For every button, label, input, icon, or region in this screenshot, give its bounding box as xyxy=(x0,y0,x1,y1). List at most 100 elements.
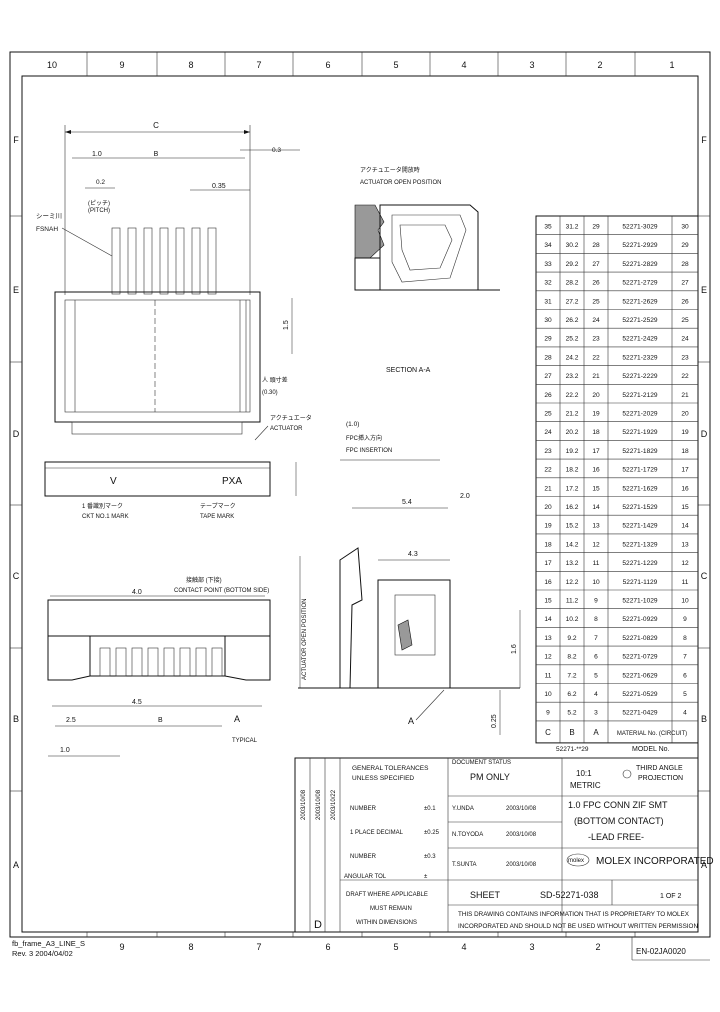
tol-value: ±0.3 xyxy=(424,854,436,860)
table-cell: 52271-0929 xyxy=(622,616,658,623)
table-cell: 30 xyxy=(681,224,689,231)
table-header: MATERIAL No. (CIRCUIT) xyxy=(617,731,687,737)
approved-date: 2003/10/08 xyxy=(506,862,537,868)
frame-name: fb_frame_A3_LINE_S xyxy=(12,939,85,948)
document-number: SD-52271-038 xyxy=(540,890,599,900)
table-cell: 15 xyxy=(592,485,600,492)
table-cell: 30.2 xyxy=(566,242,579,249)
detail-a-marker: A xyxy=(234,714,240,724)
table-cell: 27.2 xyxy=(566,298,579,305)
table-cell: 29 xyxy=(681,242,689,249)
units: METRIC xyxy=(570,781,601,790)
zone-label: 5 xyxy=(393,60,398,70)
table-cell: 16 xyxy=(544,579,552,586)
proprietary-notice: INCORPORATED AND SHOULD NOT BE USED WITH… xyxy=(458,923,698,930)
table-cell: 21.2 xyxy=(566,411,579,418)
zone-label: D xyxy=(13,429,20,439)
table-cell: 52271-1629 xyxy=(622,485,658,492)
draft-note: MUST REMAIN xyxy=(370,906,412,912)
outer-frame xyxy=(9,51,711,938)
table-cell: 24 xyxy=(681,336,689,343)
table-cell: 52271-0429 xyxy=(622,710,658,717)
title-block: D 2003/10/08 2003/10/08 2003/10/22 GENER… xyxy=(294,757,714,933)
table-cell: 8.2 xyxy=(567,654,576,661)
table-cell: 28.2 xyxy=(566,280,579,287)
table-cell: 52271-2329 xyxy=(622,354,658,361)
table-cell: 12 xyxy=(544,654,552,661)
zone-label: D xyxy=(701,429,708,439)
table-cell: 7 xyxy=(594,635,598,642)
zone-label: 9 xyxy=(119,60,124,70)
pitch-label-en: (PITCH) xyxy=(88,208,110,214)
table-cell: 12 xyxy=(681,560,689,567)
table-cell: 18 xyxy=(544,541,552,548)
molex-logo: molex xyxy=(568,858,584,864)
table-cell: 32 xyxy=(544,280,552,287)
table-cell: 6.2 xyxy=(567,691,576,698)
zone-label: 4 xyxy=(461,60,466,70)
type-label-en: (0.30) xyxy=(262,390,278,396)
sheet-type: SHEET xyxy=(470,890,501,900)
dim-10-bottom: 1.0 xyxy=(60,747,70,754)
zone-label: B xyxy=(701,714,707,724)
table-cell: 25 xyxy=(544,411,552,418)
table-cell: 23 xyxy=(544,448,552,455)
zone-label: C xyxy=(13,571,20,581)
table-cell: 20 xyxy=(592,392,600,399)
table-cell: 22 xyxy=(681,373,689,380)
table-cell: 9 xyxy=(594,598,598,605)
table-cell: 22 xyxy=(544,467,552,474)
table-cell: 4 xyxy=(683,710,687,717)
table-cell: 24.2 xyxy=(566,354,579,361)
dim-10-section: (1.0) xyxy=(346,421,359,428)
table-cell: 35 xyxy=(544,224,552,231)
bottom-zone-ticks xyxy=(86,932,636,937)
table-cell: 10 xyxy=(592,579,600,586)
table-cell: 52271-2529 xyxy=(622,317,658,324)
bottom-view: 接触部 (下接) CONTACT POINT (BOTTOM SIDE) 4.0… xyxy=(47,576,271,757)
form-number: EN-02JA0020 xyxy=(636,947,686,956)
table-cell: 22 xyxy=(592,354,600,361)
table-header: C xyxy=(545,728,551,737)
zone-label: F xyxy=(13,135,19,145)
detail-a-typical: TYPICAL xyxy=(232,738,258,744)
tape-mark-jp: テープマーク xyxy=(200,503,236,510)
table-cell: 23 xyxy=(681,354,689,361)
tol-value: ± xyxy=(424,874,428,880)
table-cell: 9 xyxy=(683,616,687,623)
drawing-title: 1.0 FPC CONN ZIF SMT xyxy=(568,800,668,810)
table-cell: 17 xyxy=(681,467,689,474)
left-zone-labels: F E D C B A xyxy=(13,135,20,870)
table-header: B xyxy=(569,728,574,737)
table-cell: 25.2 xyxy=(566,336,579,343)
checked-date: 2003/10/08 xyxy=(506,832,537,838)
table-cell: 15.2 xyxy=(566,523,579,530)
tol-value: ±0.1 xyxy=(424,806,436,812)
actuator-label-jp: アクチュエータ xyxy=(270,414,312,422)
table-cell: 18 xyxy=(681,448,689,455)
table-cell: 14.2 xyxy=(566,541,579,548)
table-cell: 26 xyxy=(544,392,552,399)
table-cell: 27 xyxy=(544,373,552,380)
table-cell: 52271-2429 xyxy=(622,336,658,343)
tol-label: NUMBER xyxy=(350,806,377,812)
table-cell: 10 xyxy=(681,598,689,605)
rev-date: 2003/10/08 xyxy=(301,789,307,820)
dim-03: 0.3 xyxy=(272,147,281,154)
dim-025: 0.25 xyxy=(491,714,498,728)
table-cell: 52271-1129 xyxy=(623,579,658,586)
bottom-zone-labels: 9 8 7 6 5 4 3 2 xyxy=(119,942,600,952)
table-cell: 52271-2629 xyxy=(622,298,658,305)
zone-label: 7 xyxy=(256,942,261,952)
section-detail-a: A xyxy=(408,716,414,726)
tol-label: 1 PLACE DECIMAL xyxy=(350,830,404,836)
dim-15: 1.5 xyxy=(283,320,290,330)
table-cell: 4 xyxy=(594,691,598,698)
zone-label: 7 xyxy=(256,60,261,70)
projection: THIRD ANGLE xyxy=(636,765,683,772)
top-zone-ticks xyxy=(86,52,636,76)
zone-label: E xyxy=(13,285,19,295)
table-cell: 52271-0729 xyxy=(622,654,658,661)
dim-20: 2.0 xyxy=(460,493,470,500)
table-cell: 52271-2929 xyxy=(622,242,658,249)
